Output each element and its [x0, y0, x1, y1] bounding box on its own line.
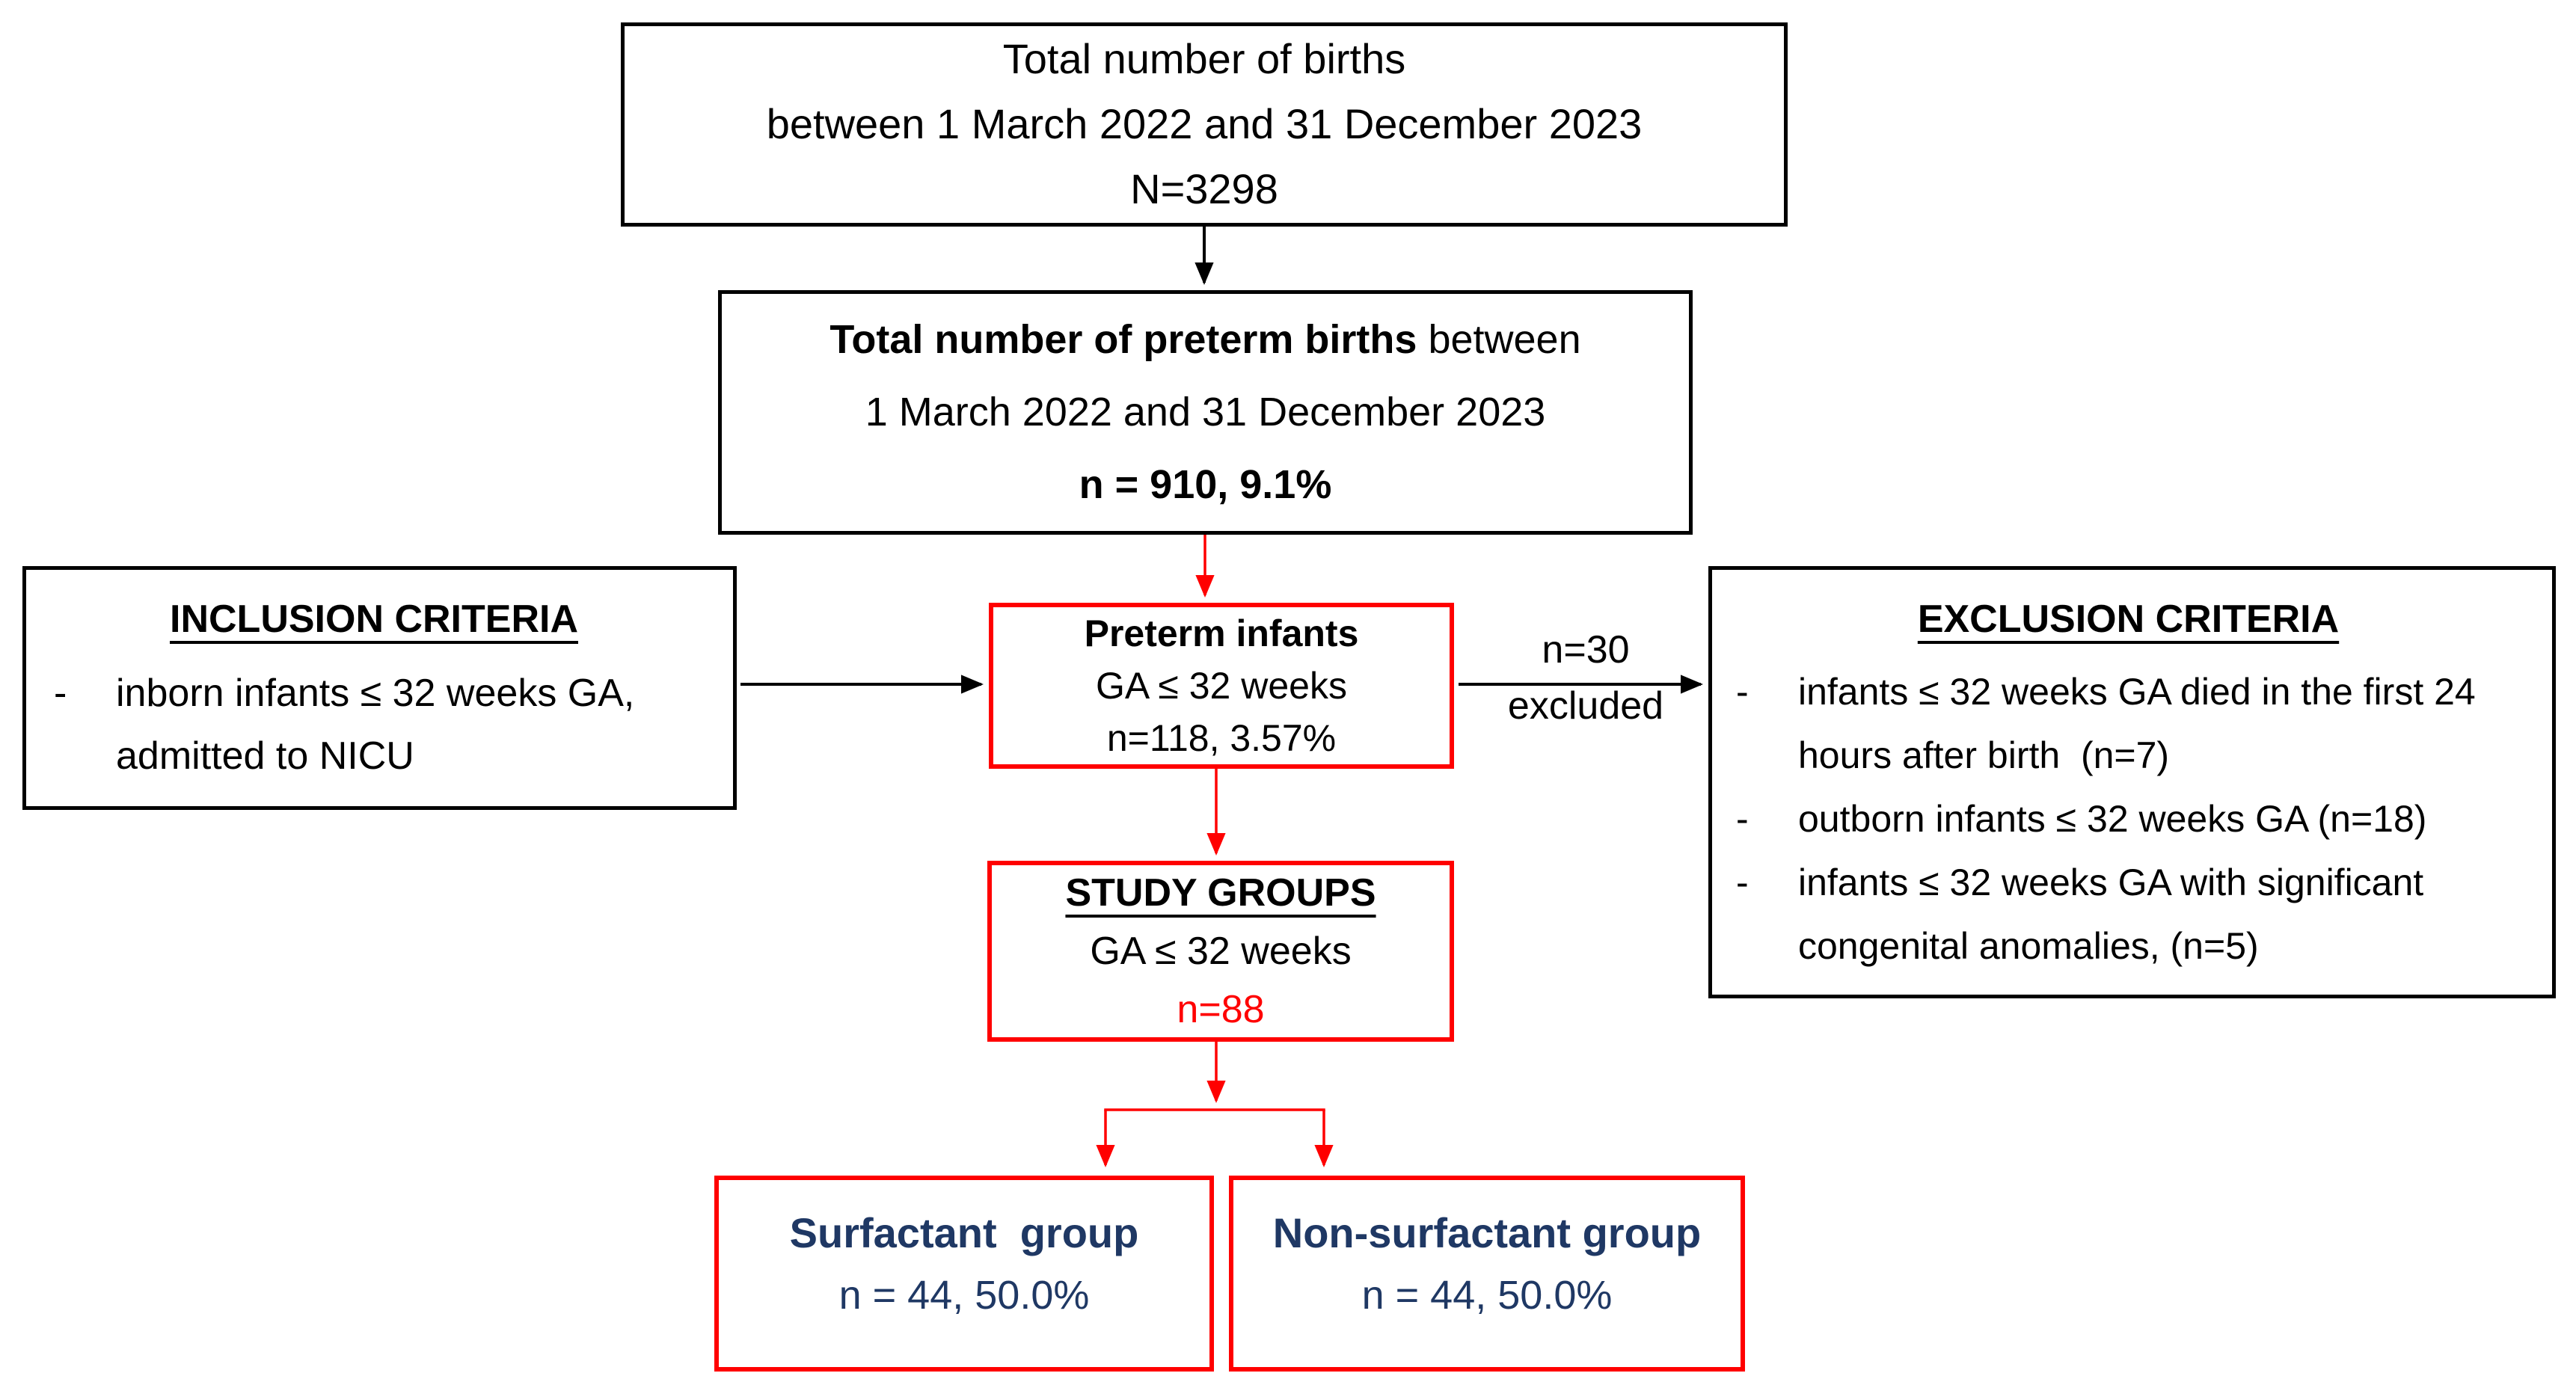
- box-surfactant-group: Surfactant group n = 44, 50.0%: [714, 1176, 1214, 1372]
- total-births-line1: Total number of births: [1002, 35, 1406, 83]
- excluded-word: excluded: [1507, 684, 1664, 728]
- preterm-infants-count: n=118, 3.57%: [1106, 717, 1337, 759]
- preterm-births-line1: Total number of preterm births between: [829, 304, 1580, 376]
- exclusion-item-2: - outborn infants ≤ 32 weeks GA (n=18): [1727, 787, 2530, 851]
- total-births-count: N=3298: [1130, 165, 1278, 212]
- exclusion-item-2-text: outborn infants ≤ 32 weeks GA (n=18): [1798, 797, 2427, 840]
- study-groups-title: STUDY GROUPS: [1065, 871, 1376, 915]
- preterm-births-line1-bold: Total number of preterm births: [829, 316, 1417, 362]
- exclusion-item-3: - infants ≤ 32 weeks GA with significant…: [1727, 851, 2530, 978]
- total-births-line2: between 1 March 2022 and 31 December 202…: [766, 100, 1643, 148]
- non-surfactant-group-count: n = 44, 50.0%: [1361, 1272, 1613, 1318]
- box-preterm-births: Total number of preterm births between 1…: [718, 290, 1693, 535]
- bullet-dash: -: [1736, 861, 1749, 903]
- box-study-groups: STUDY GROUPS GA ≤ 32 weeks n=88: [987, 861, 1454, 1042]
- exclusion-item-3-text: infants ≤ 32 weeks GA with significant c…: [1798, 861, 2435, 967]
- study-groups-ga: GA ≤ 32 weeks: [1090, 930, 1352, 973]
- preterm-births-line2: 1 March 2022 and 31 December 2023: [865, 389, 1546, 434]
- box-non-surfactant-group: Non-surfactant group n = 44, 50.0%: [1229, 1176, 1745, 1372]
- box-preterm-infants: Preterm infants GA ≤ 32 weeks n=118, 3.5…: [989, 603, 1454, 769]
- exclusion-title: EXCLUSION CRITERIA: [1917, 598, 2340, 642]
- surfactant-group-title: Surfactant group: [789, 1208, 1139, 1256]
- bullet-dash: -: [1736, 670, 1749, 713]
- excluded-arrow-label: n=30 excluded: [1466, 622, 1705, 735]
- exclusion-item-1: - infants ≤ 32 weeks GA died in the firs…: [1727, 660, 2530, 787]
- non-surfactant-group-title: Non-surfactant group: [1272, 1208, 1702, 1256]
- preterm-infants-ga: GA ≤ 32 weeks: [1096, 665, 1347, 707]
- inclusion-title: INCLUSION CRITERIA: [170, 598, 578, 642]
- box-total-births: Total number of births between 1 March 2…: [621, 22, 1788, 227]
- inclusion-item-1: - inborn infants ≤ 32 weeks GA, admitted…: [45, 663, 703, 787]
- preterm-births-line1-rest: between: [1417, 316, 1581, 362]
- box-exclusion-criteria: EXCLUSION CRITERIA - infants ≤ 32 weeks …: [1708, 566, 2556, 998]
- bullet-dash: -: [1736, 797, 1749, 840]
- exclusion-item-1-text: infants ≤ 32 weeks GA died in the first …: [1798, 670, 2486, 776]
- box-inclusion-criteria: INCLUSION CRITERIA - inborn infants ≤ 32…: [22, 566, 737, 810]
- preterm-births-count: n = 910, 9.1%: [1079, 462, 1332, 508]
- surfactant-group-count: n = 44, 50.0%: [838, 1272, 1090, 1318]
- excluded-count: n=30: [1542, 628, 1630, 672]
- study-groups-count: n=88: [1177, 988, 1265, 1031]
- preterm-infants-title: Preterm infants: [1084, 612, 1359, 654]
- inclusion-item-1-text: inborn infants ≤ 32 weeks GA, admitted t…: [116, 672, 645, 778]
- bullet-dash: -: [54, 672, 67, 716]
